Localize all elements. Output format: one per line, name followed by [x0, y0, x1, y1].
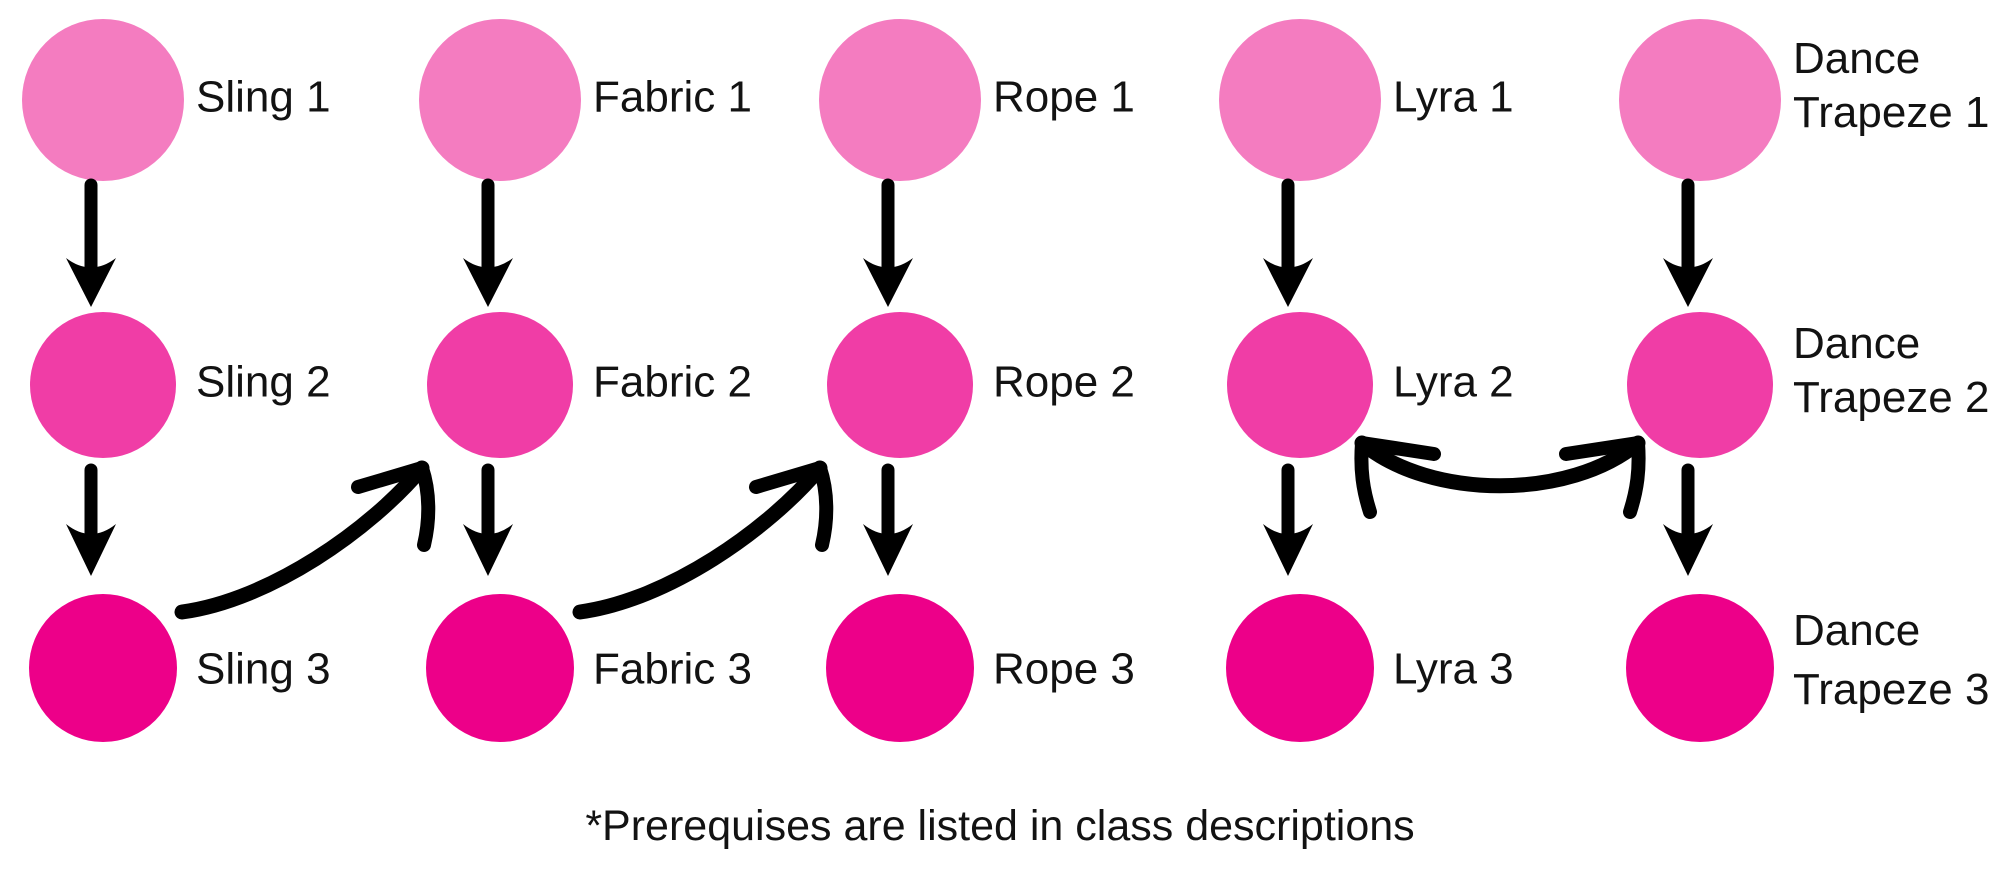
arrow-lyra-1-to-2	[1263, 178, 1313, 307]
node-circle-lyra-2[interactable]	[1227, 312, 1373, 458]
node-circle-fabric-1[interactable]	[419, 19, 581, 181]
node-label-rope-1: Rope 1	[993, 73, 1135, 122]
node-label-rope-2: Rope 2	[993, 358, 1135, 407]
arrow-sling-1-to-2	[66, 178, 116, 307]
node-label-dance-trapeze-2: Dance Trapeze 2	[1793, 319, 1989, 422]
node-circle-fabric-3[interactable]	[426, 594, 574, 742]
node-label-dance-trapeze-1: Dance Trapeze 1	[1793, 34, 1989, 137]
arrow-dance-trapeze-1-to-2	[1663, 178, 1713, 307]
node-label-dance-trapeze-2-line1: Dance	[1793, 319, 1920, 368]
arrow-rope-2-to-3	[863, 463, 913, 576]
column-fabric: Fabric 1 Fabric 2 Fabric 3	[419, 19, 752, 742]
node-circle-rope-1[interactable]	[819, 19, 981, 181]
arrow-lyra-2-to-3	[1263, 463, 1313, 576]
arrow-fabric-1-to-2	[463, 178, 513, 307]
node-label-sling-2: Sling 2	[196, 358, 331, 407]
node-label-lyra-3: Lyra 3	[1393, 645, 1514, 694]
arrow-lyra-2-and-dance-trapeze-2	[1354, 435, 1646, 519]
node-label-fabric-1: Fabric 1	[593, 73, 752, 122]
node-label-fabric-3: Fabric 3	[593, 645, 752, 694]
arrows-level2-to-level3	[66, 463, 1713, 576]
node-circle-rope-2[interactable]	[827, 312, 973, 458]
arrow-rope-1-to-2	[863, 178, 913, 307]
column-lyra: Lyra 1 Lyra 2 Lyra 3	[1219, 19, 1514, 742]
node-circle-lyra-1[interactable]	[1219, 19, 1381, 181]
node-label-dance-trapeze-1-line1: Dance	[1793, 34, 1920, 83]
arrows-level1-to-level2	[66, 178, 1713, 307]
node-circle-fabric-2[interactable]	[427, 312, 573, 458]
node-circle-rope-3[interactable]	[826, 594, 974, 742]
arrow-sling-2-to-3	[66, 463, 116, 576]
node-circle-dance-trapeze-3[interactable]	[1626, 594, 1774, 742]
node-label-sling-3: Sling 3	[196, 645, 331, 694]
node-label-sling-1: Sling 1	[196, 73, 331, 122]
column-rope: Rope 1 Rope 2 Rope 3	[819, 19, 1135, 742]
arrow-dance-trapeze-2-to-3	[1663, 463, 1713, 576]
prerequisites-caption: *Prerequises are listed in class descrip…	[585, 802, 1414, 850]
node-label-rope-3: Rope 3	[993, 645, 1135, 694]
node-circle-sling-2[interactable]	[30, 312, 176, 458]
node-label-dance-trapeze-3-line1: Dance	[1793, 606, 1920, 655]
node-label-fabric-2: Fabric 2	[593, 358, 752, 407]
arrow-fabric-3-to-rope-2	[572, 460, 834, 620]
node-label-dance-trapeze-2-line2: Trapeze 2	[1793, 373, 1989, 422]
node-label-lyra-1: Lyra 1	[1393, 73, 1514, 122]
arrow-sling-3-to-fabric-2	[174, 460, 436, 620]
node-circle-dance-trapeze-1[interactable]	[1619, 19, 1781, 181]
node-circle-sling-3[interactable]	[29, 594, 177, 742]
column-sling: Sling 1 Sling 2 Sling 3	[22, 19, 331, 742]
node-label-dance-trapeze-1-line2: Trapeze 1	[1793, 88, 1989, 137]
node-label-lyra-2: Lyra 2	[1393, 358, 1514, 407]
node-circle-lyra-3[interactable]	[1226, 594, 1374, 742]
column-dance-trapeze: Dance Trapeze 1 Dance Trapeze 2 Dance Tr…	[1619, 19, 1989, 742]
node-circle-sling-1[interactable]	[22, 19, 184, 181]
arrow-fabric-2-to-3	[463, 463, 513, 576]
node-label-dance-trapeze-3-line2: Trapeze 3	[1793, 665, 1989, 714]
node-circle-dance-trapeze-2[interactable]	[1627, 312, 1773, 458]
node-label-dance-trapeze-3: Dance Trapeze 3	[1793, 606, 1989, 714]
